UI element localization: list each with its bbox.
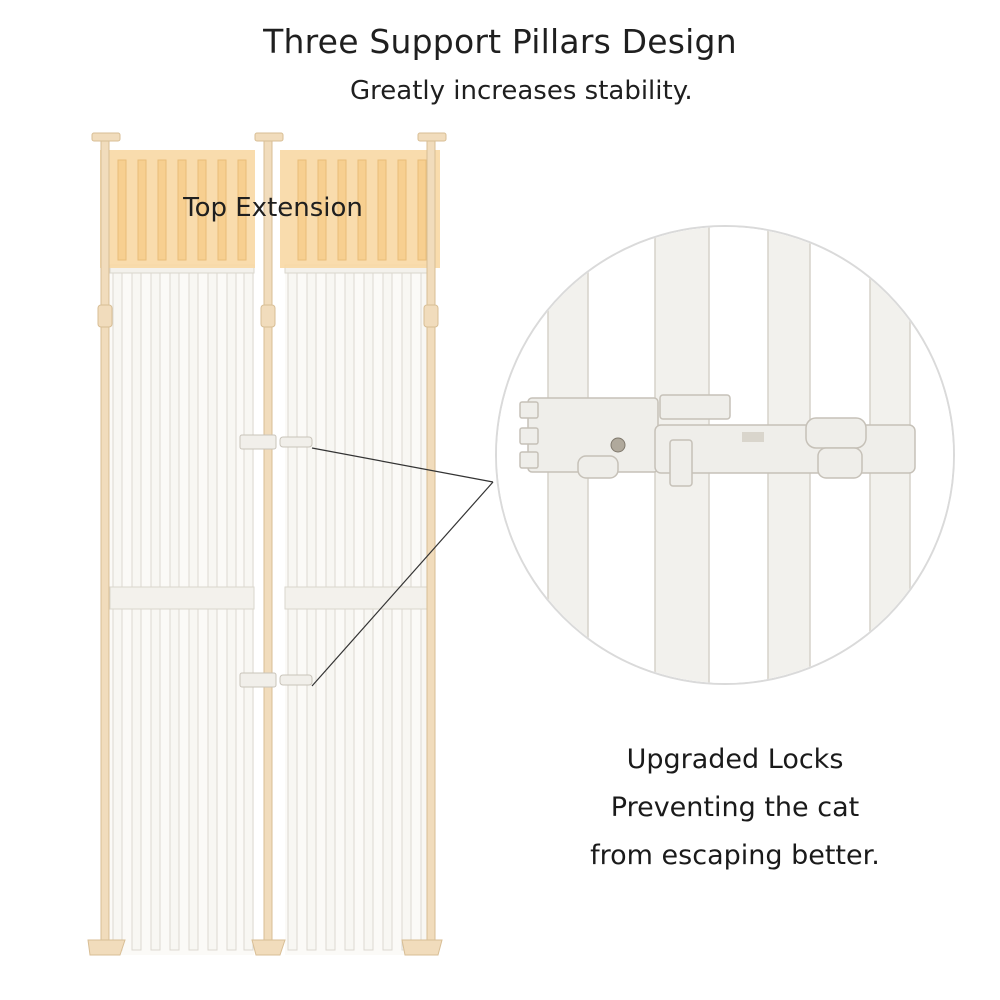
lock-description-line-3: from escaping better. bbox=[590, 840, 880, 871]
page-subtitle: Greatly increases stability. bbox=[350, 76, 693, 106]
zoom-detail bbox=[497, 227, 953, 683]
top-extension-label: Top Extension bbox=[183, 193, 363, 223]
right-panel-bars bbox=[285, 265, 435, 955]
lock-description: Upgraded Locks Preventing the cat from e… bbox=[560, 736, 910, 880]
lock-description-line-2: Preventing the cat bbox=[610, 792, 860, 823]
gate-illustration bbox=[87, 132, 447, 956]
lock-description-line-1: Upgraded Locks bbox=[626, 744, 844, 775]
lock-mechanism-detail bbox=[519, 394, 916, 487]
gate-locks bbox=[239, 434, 313, 688]
top-extension-panel bbox=[100, 150, 440, 268]
left-panel-bars bbox=[110, 265, 254, 955]
page-title: Three Support Pillars Design bbox=[263, 22, 737, 61]
